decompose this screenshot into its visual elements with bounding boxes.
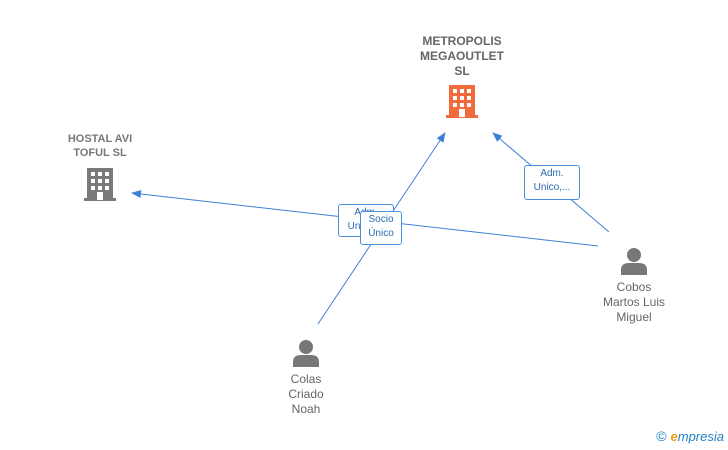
edge-label-cobos-main[interactable]: Adm. Unico,...: [524, 165, 580, 200]
edge-label-line: Adm.: [540, 168, 564, 179]
person-icon: [619, 246, 649, 276]
person-name-line: Cobos: [616, 280, 652, 294]
edge-label-line: Socio: [368, 214, 394, 225]
copyright-symbol: ©: [656, 428, 667, 444]
company-name-line: MEGAOUTLET: [420, 49, 504, 63]
brand-e: e: [670, 429, 678, 444]
person-node-cobos[interactable]: Cobos Martos Luis Miguel: [584, 246, 684, 325]
company-node-hostal[interactable]: HOSTAL AVI TOFUL SL: [52, 132, 148, 202]
person-node-colas[interactable]: Colas Criado Noah: [256, 338, 356, 417]
person-name-line: Martos Luis: [602, 295, 666, 309]
person-name-line: Miguel: [616, 310, 652, 324]
person-icon: [291, 338, 321, 368]
building-icon: [84, 166, 116, 202]
empresia-logo: ©empresia: [656, 428, 724, 444]
person-name-line: Colas: [290, 372, 322, 386]
edge-label-line: Unico,...: [533, 182, 571, 193]
building-icon: [446, 83, 478, 119]
company-name-line: TOFUL SL: [73, 147, 127, 159]
company-node-metropolis[interactable]: METROPOLIS MEGAOUTLET SL: [404, 34, 520, 119]
company-name-line: HOSTAL AVI: [67, 133, 133, 145]
company-name-line: METROPOLIS: [422, 34, 502, 48]
company-name-line: SL: [454, 64, 470, 78]
person-name-line: Criado: [288, 387, 324, 401]
brand-rest: mpresia: [677, 429, 724, 444]
edge-label-line: Único: [368, 228, 394, 239]
edge-label-colas-main[interactable]: Socio Único: [360, 211, 402, 245]
person-name-line: Noah: [291, 402, 321, 416]
